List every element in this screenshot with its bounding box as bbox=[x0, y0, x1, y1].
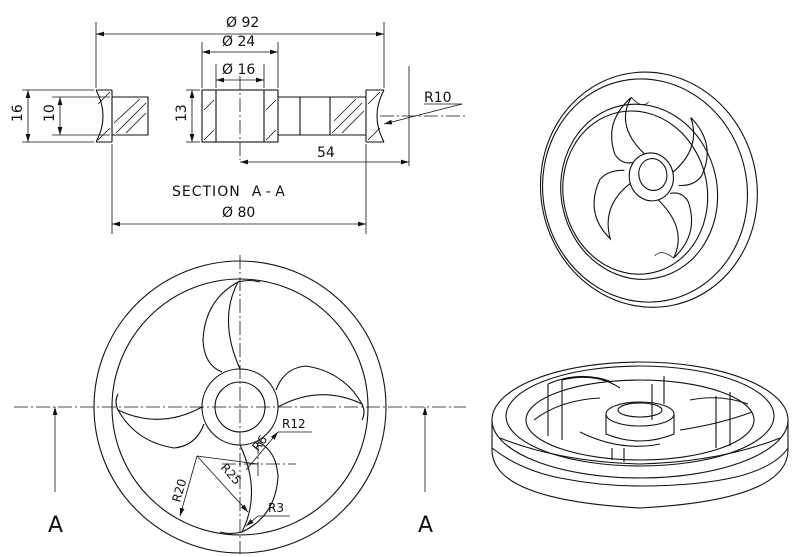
dim-d24: Ø 24 bbox=[222, 34, 255, 50]
dim-d80: Ø 80 bbox=[222, 205, 255, 221]
dim-r10: R10 bbox=[424, 90, 452, 106]
isometric-view-angled bbox=[539, 71, 758, 308]
spokes bbox=[115, 279, 365, 535]
dim-r6: R6 bbox=[249, 433, 270, 454]
cut-label-right: A bbox=[418, 513, 433, 538]
dim-l54: 54 bbox=[317, 145, 335, 161]
front-view: A A R12 R6 R25 R20 R3 bbox=[14, 255, 466, 554]
cut-label-left: A bbox=[48, 513, 63, 538]
isometric-view-flat bbox=[491, 361, 789, 509]
dim-d16: Ø 16 bbox=[222, 62, 255, 78]
dim-h13: 13 bbox=[174, 104, 190, 122]
dim-r3: R3 bbox=[268, 501, 284, 515]
section-hatching bbox=[97, 91, 381, 141]
radius-construction bbox=[179, 431, 312, 527]
section-outline bbox=[95, 89, 385, 143]
dim-r12: R12 bbox=[282, 417, 306, 431]
dim-h16: 16 bbox=[10, 104, 26, 122]
dim-d92: Ø 92 bbox=[226, 15, 259, 31]
section-view: Ø 92 Ø 24 Ø 16 16 10 13 R10 54 bbox=[10, 15, 466, 234]
dim-h10: 10 bbox=[42, 104, 58, 122]
section-title: SECTION A - A bbox=[172, 181, 285, 200]
dim-r20: R20 bbox=[169, 477, 189, 504]
